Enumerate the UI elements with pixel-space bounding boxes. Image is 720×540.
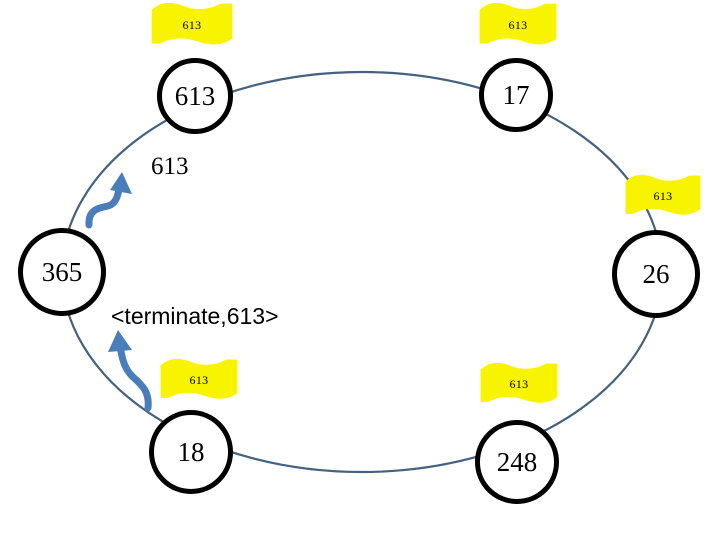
ring-node-label: 26 <box>642 258 670 289</box>
ring-node-label: 17 <box>502 79 530 110</box>
ring-node-label: 248 <box>496 446 538 477</box>
curved-arrow-icon-upper <box>82 168 144 230</box>
ring-node-613[interactable]: 613 <box>157 58 233 134</box>
flag-label: 613 <box>189 373 209 387</box>
arrow-icon <box>85 172 132 229</box>
flag-icon-top-right: 613 <box>478 2 558 50</box>
flag-icon-top-left: 613 <box>150 2 234 50</box>
flag-label: 613 <box>182 18 202 32</box>
flag-icon-right: 613 <box>624 174 702 220</box>
flag-icon <box>625 174 701 215</box>
message-label-terminate: <terminate,613> <box>111 303 279 329</box>
ring-node-label: 613 <box>174 80 216 111</box>
flag-label: 613 <box>508 18 528 32</box>
ring-node-label: 365 <box>41 256 83 287</box>
ring-node-17[interactable]: 17 <box>479 58 553 132</box>
ring-node-248[interactable]: 248 <box>475 420 559 504</box>
ring-node-18[interactable]: 18 <box>149 410 233 494</box>
arrow-icon <box>108 330 152 412</box>
flag-label: 613 <box>509 377 529 391</box>
flag-icon-bottom-left: 613 <box>159 358 239 404</box>
flag-icon <box>480 362 558 403</box>
flag-icon <box>479 2 557 45</box>
flag-icon-bottom-right: 613 <box>479 362 559 408</box>
edge-label-613: 613 <box>151 153 189 180</box>
flag-icon <box>160 358 238 399</box>
curved-arrow-icon-lower <box>96 326 166 412</box>
ring-node-365[interactable]: 365 <box>18 228 106 316</box>
flag-icon <box>151 2 233 45</box>
flag-label: 613 <box>653 189 673 203</box>
ring-node-26[interactable]: 26 <box>612 230 700 318</box>
ring-node-label: 18 <box>177 436 205 467</box>
